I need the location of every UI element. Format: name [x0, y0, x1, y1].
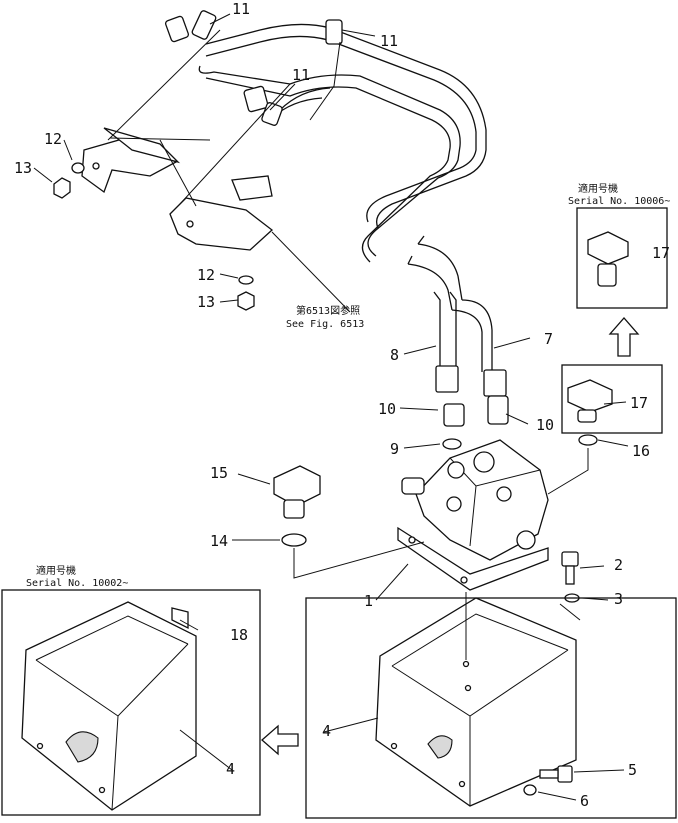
elbow-fitting-11	[164, 10, 343, 126]
serial-box-lower	[561, 364, 663, 446]
serial-note-jp: 適用号機	[36, 564, 76, 577]
callout-17: 17	[652, 244, 670, 262]
hydraulic-tubes	[198, 23, 487, 311]
nut-and-washer-left	[53, 162, 255, 311]
callout-2: 2	[614, 556, 623, 574]
bolt-2	[561, 551, 580, 603]
callout-10: 10	[536, 416, 554, 434]
cover-box-left	[1, 589, 261, 816]
callout-15: 15	[210, 464, 228, 482]
callout-3: 3	[614, 590, 623, 608]
hose-8-and-7	[433, 291, 507, 397]
callout-10: 10	[378, 400, 396, 418]
serial-box-upper	[576, 207, 668, 309]
mounting-bracket	[81, 127, 274, 251]
plug-15	[273, 465, 321, 547]
serial-note-upper: Serial No. 10006~	[568, 196, 670, 207]
leader-lines	[33, 13, 629, 801]
callout-4: 4	[322, 722, 331, 740]
callout-13: 13	[197, 293, 215, 311]
serial-note-jp: 適用号機	[578, 182, 618, 195]
arrow-up-icon	[608, 317, 640, 357]
callout-17: 17	[630, 394, 648, 412]
arrow-left-icon	[261, 724, 299, 756]
callout-13: 13	[14, 159, 32, 177]
callout-8: 8	[390, 346, 399, 364]
serial-note-lower: Serial No. 10002~	[26, 578, 128, 589]
callout-6: 6	[580, 792, 589, 810]
callout-12: 12	[197, 266, 215, 284]
callout-18: 18	[230, 626, 248, 644]
callout-14: 14	[210, 532, 228, 550]
reference-notes: 第6513図参照 See Fig. 6513 適用号機 Serial No. 1…	[26, 182, 670, 589]
see-fig-note-jp: 第6513図参照	[296, 304, 360, 317]
cover-box-right	[305, 597, 677, 819]
connector-10	[442, 395, 509, 450]
callout-1: 1	[364, 592, 373, 610]
control-valve-1	[397, 439, 549, 591]
callout-7: 7	[544, 330, 553, 348]
see-fig-note: See Fig. 6513	[286, 319, 364, 330]
callout-4: 4	[226, 760, 235, 778]
callout-16: 16	[632, 442, 650, 460]
callout-11: 11	[232, 0, 250, 18]
callout-11: 11	[380, 32, 398, 50]
bolt-5	[523, 765, 573, 796]
callout-5: 5	[628, 761, 637, 779]
part-callouts: 11 11 11 12 13 12 13 8 7 10 10 9 15 14 1…	[14, 0, 670, 810]
callout-9: 9	[390, 440, 399, 458]
callout-12: 12	[44, 130, 62, 148]
callout-11: 11	[292, 66, 310, 84]
